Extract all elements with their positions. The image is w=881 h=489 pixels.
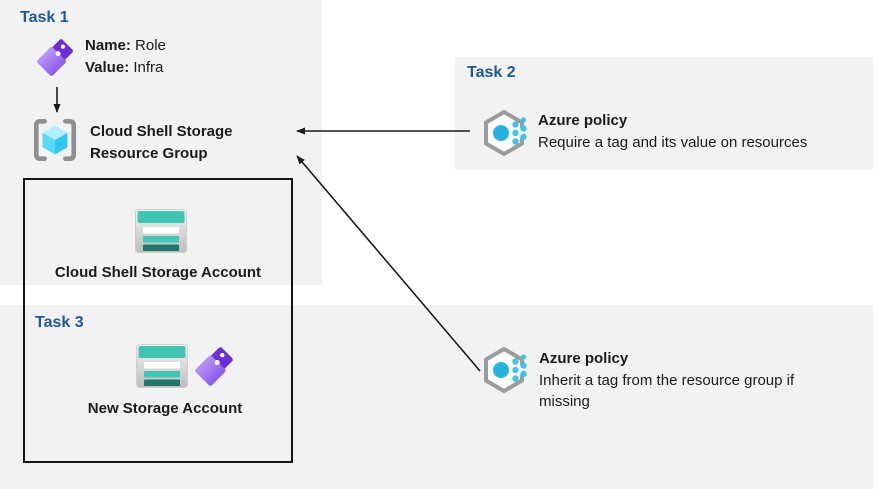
tag-value-value: Infra (133, 59, 164, 76)
task3-policy-description: Inherit a tag from the resource group if… (539, 371, 795, 411)
task2-panel (455, 57, 873, 170)
task3-policy-title: Azure policy (539, 350, 629, 367)
task3-policy-text: Azure policy Inherit a tag from the reso… (539, 348, 849, 413)
tag-value-label: Value: (85, 59, 130, 76)
tag-name-label: Name: (85, 37, 131, 54)
new-storage-account-name: New Storage Account (87, 400, 243, 417)
task2-label: Task 2 (467, 64, 516, 81)
task1-label: Task 1 (20, 9, 69, 26)
task2-policy-description: Require a tag and its value on resources (538, 133, 808, 151)
tag-value-line: Value: Infra (85, 57, 166, 79)
task2-policy-text: Azure policy Require a tag and its value… (538, 110, 878, 153)
tag-name-line: Name: Role (85, 35, 166, 57)
tag-name-value: Role (135, 37, 166, 54)
resource-group-icon (33, 118, 77, 162)
storage-account-icon (136, 344, 188, 388)
cloud-shell-storage-account-name: Cloud Shell Storage Account (54, 264, 262, 281)
azure-policy-icon (484, 110, 527, 156)
task2-policy-title: Azure policy (538, 112, 628, 129)
tag-icon (195, 347, 233, 386)
tag-name-value-text: Name: Role Value: Infra (85, 35, 166, 79)
azure-policy-icon (484, 347, 527, 393)
task3-label: Task 3 (35, 314, 84, 331)
resource-group-scope-box (23, 178, 293, 463)
tag-icon (37, 39, 73, 76)
resource-group-name: Cloud Shell Storage Resource Group (90, 123, 233, 162)
storage-account-icon (135, 209, 187, 253)
